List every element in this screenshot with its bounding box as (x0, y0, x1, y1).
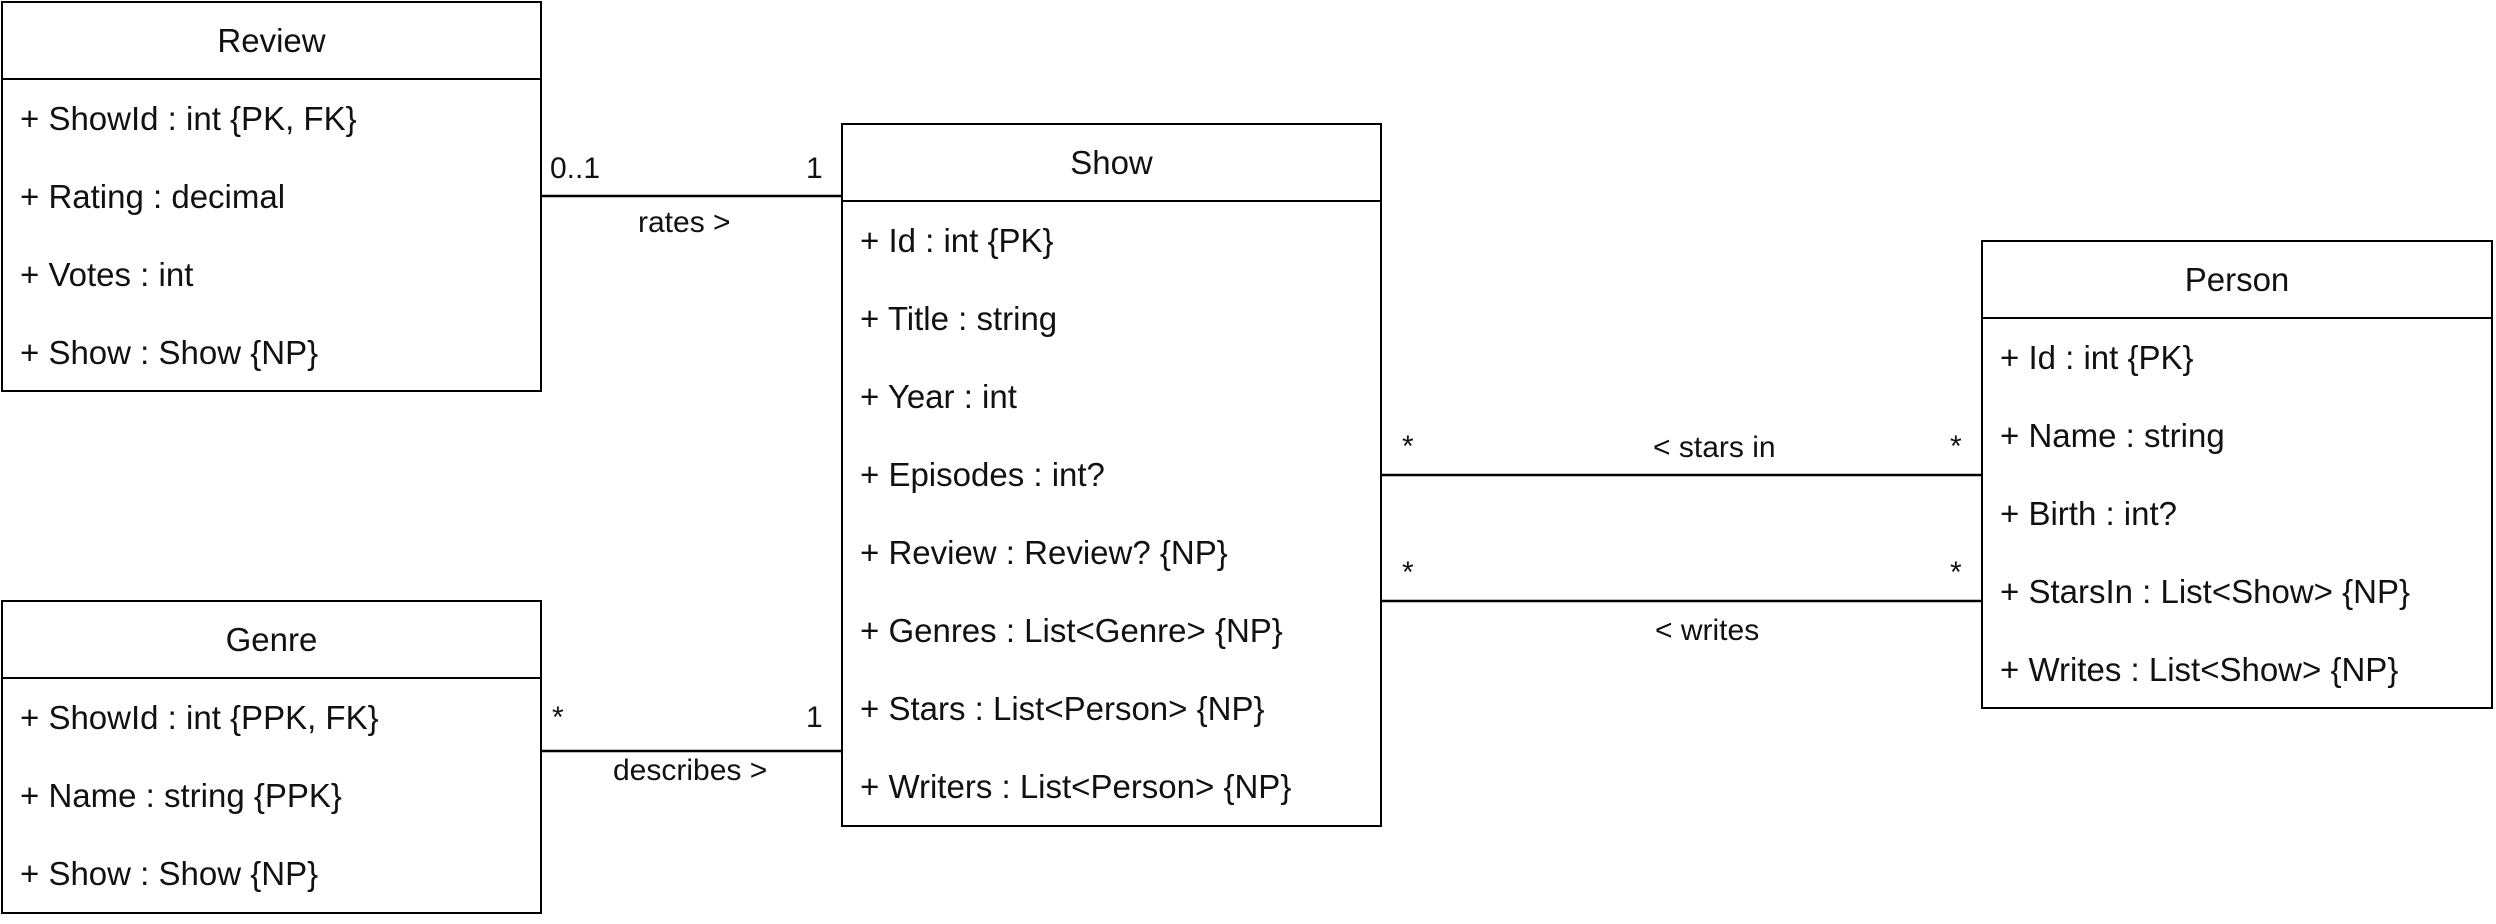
review-class-name: Review (3, 3, 540, 80)
show-attr-writers: + Writers : List<Person> {NP} (860, 768, 1292, 805)
genre-attr-name: + Name : string {PPK} (20, 777, 342, 814)
describes-multiplicity-genre: * (552, 701, 564, 734)
review-attributes: + ShowId : int {PK, FK} + Rating : decim… (3, 80, 540, 392)
writes-multiplicity-person: * (1950, 556, 1962, 589)
describes-multiplicity-show: 1 (806, 701, 823, 734)
review-class[interactable]: Review + ShowId : int {PK, FK} + Rating … (1, 1, 542, 392)
rates-multiplicity-review: 0..1 (550, 152, 601, 185)
genre-class[interactable]: Genre + ShowId : int {PPK, FK} + Name : … (1, 600, 542, 914)
genre-class-name: Genre (3, 602, 540, 679)
person-attributes: + Id : int {PK} + Name : string + Birth … (1983, 319, 2491, 709)
genre-attr-showid: + ShowId : int {PPK, FK} (20, 699, 379, 736)
writes-label: < writes (1655, 614, 1760, 647)
show-attr-stars: + Stars : List<Person> {NP} (860, 690, 1265, 727)
show-attributes: + Id : int {PK} + Title : string + Year … (843, 202, 1380, 826)
genre-attributes: + ShowId : int {PPK, FK} + Name : string… (3, 679, 540, 913)
person-class[interactable]: Person + Id : int {PK} + Name : string +… (1981, 240, 2493, 709)
review-attr-show: + Show : Show {NP} (20, 334, 319, 371)
show-attr-genres: + Genres : List<Genre> {NP} (860, 612, 1283, 649)
show-attr-id: + Id : int {PK} (860, 222, 1054, 259)
show-class[interactable]: Show + Id : int {PK} + Title : string + … (841, 123, 1382, 827)
show-attr-episodes: + Episodes : int? (860, 456, 1105, 493)
show-attr-review: + Review : Review? {NP} (860, 534, 1228, 571)
person-attr-name: + Name : string (2000, 417, 2225, 454)
person-attr-birth: + Birth : int? (2000, 495, 2178, 532)
show-attr-title: + Title : string (860, 300, 1058, 337)
genre-attr-show: + Show : Show {NP} (20, 855, 319, 892)
review-attr-votes: + Votes : int (20, 256, 194, 293)
writes-multiplicity-show: * (1402, 556, 1414, 589)
stars-in-label: < stars in (1653, 431, 1776, 464)
stars-in-multiplicity-show: * (1402, 430, 1414, 463)
person-attr-starsin: + StarsIn : List<Show> {NP} (2000, 573, 2410, 610)
person-attr-writes: + Writes : List<Show> {NP} (2000, 651, 2399, 688)
person-attr-id: + Id : int {PK} (2000, 339, 2194, 376)
review-attr-showid: + ShowId : int {PK, FK} (20, 100, 357, 137)
review-attr-rating: + Rating : decimal (20, 178, 286, 215)
rates-multiplicity-show: 1 (806, 152, 823, 185)
describes-label: describes > (613, 754, 768, 787)
person-class-name: Person (1983, 242, 2491, 319)
rates-label: rates > (638, 206, 731, 239)
show-attr-year: + Year : int (860, 378, 1017, 415)
stars-in-multiplicity-person: * (1950, 430, 1962, 463)
show-class-name: Show (843, 125, 1380, 202)
